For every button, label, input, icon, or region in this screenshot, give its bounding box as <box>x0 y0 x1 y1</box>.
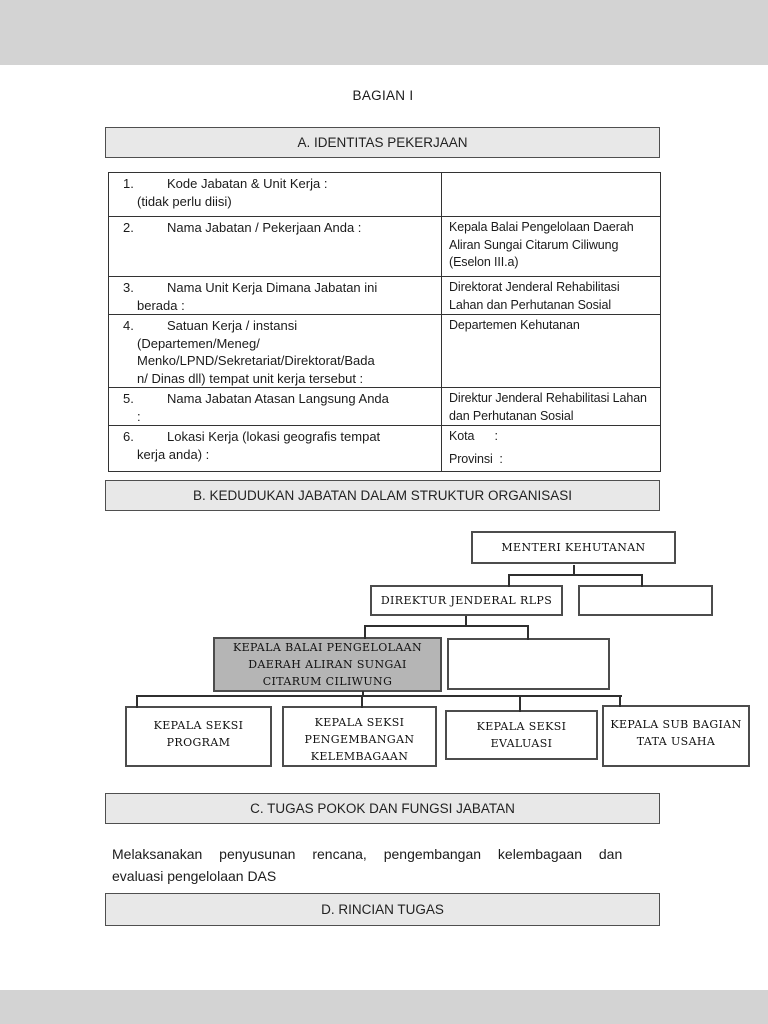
section-header-d-label: D. RINCIAN TUGAS <box>321 902 444 917</box>
connector-line <box>641 574 643 587</box>
answer-cell: Direktur Jenderal Rehabilitasi Lahan dan… <box>441 387 661 426</box>
viewer-background-top <box>0 0 768 65</box>
question-cell: 4. Satuan Kerja / instansi (Departemen/Men… <box>108 314 442 388</box>
question-text: kerja anda) : <box>137 446 210 462</box>
org-box-menteri: MENTERI KEHUTANAN <box>471 531 676 564</box>
answer-cell: Direktorat Jenderal Rehabilitasi Lahan d… <box>441 276 661 315</box>
answer-cell <box>441 172 661 217</box>
connector-line <box>465 616 467 627</box>
question-text: Lokasi Kerja (lokasi geografis tempat <box>167 429 381 444</box>
identity-table-row: 1. Kode Jabatan & Unit Kerja : (tidak perl… <box>108 172 661 217</box>
row-number: 5. <box>123 391 134 406</box>
connector-line <box>362 691 364 697</box>
question-text: : <box>137 408 141 424</box>
answer-cell: Departemen Kehutanan <box>441 314 661 388</box>
connector-line <box>508 574 510 587</box>
row-number: 3. <box>123 280 134 295</box>
question-text: Nama Jabatan Atasan Langsung Anda <box>167 391 389 406</box>
org-box-blank1 <box>578 585 713 616</box>
identity-table-row: 3. Nama Unit Kerja Dimana Jabatan ini bera… <box>108 276 661 315</box>
section-header-a: A. IDENTITAS PEKERJAAN <box>105 127 660 158</box>
row-number: 2. <box>123 220 134 235</box>
question-text: Nama Unit Kerja Dimana Jabatan ini <box>167 280 378 295</box>
answer-text: Direktorat Jenderal Rehabilitasi Lahan d… <box>449 280 620 312</box>
question-cell: 2. Nama Jabatan / Pekerjaan Anda : <box>108 216 442 277</box>
identity-table: 1. Kode Jabatan & Unit Kerja : (tidak perl… <box>108 172 661 472</box>
answer-text: Departemen Kehutanan <box>449 318 580 332</box>
connector-line <box>519 695 521 712</box>
question-text: Nama Jabatan / Pekerjaan Anda : <box>167 220 362 235</box>
connector-line <box>619 695 621 707</box>
question-text: (tidak perlu diisi) <box>137 193 232 209</box>
identity-table-row: 6. Lokasi Kerja (lokasi geografis tempat k… <box>108 425 661 472</box>
connector-line <box>136 695 622 697</box>
question-text: Kode Jabatan & Unit Kerja : <box>167 176 328 191</box>
answer-text: Kepala Balai Pengelolaan Daerah Aliran S… <box>449 220 634 252</box>
answer-text: Provinsi : <box>449 451 503 466</box>
section-header-b: B. KEDUDUKAN JABATAN DALAM STRUKTUR ORGA… <box>105 480 660 511</box>
connector-line <box>136 695 138 708</box>
answer-cell: Kepala Balai Pengelolaan Daerah Aliran S… <box>441 216 661 277</box>
section-header-d: D. RINCIAN TUGAS <box>105 893 660 926</box>
org-box-dirjen: DIREKTUR JENDERAL RLPS <box>370 585 563 616</box>
viewer-background-bottom <box>0 990 768 1024</box>
connector-line <box>527 625 529 640</box>
connector-line <box>364 625 529 627</box>
identity-table-row: 2. Nama Jabatan / Pekerjaan Anda : Kepala … <box>108 216 661 277</box>
answer-cell: Kota : Provinsi : <box>441 425 661 472</box>
row-number: 1. <box>123 176 134 191</box>
answer-text: Kota : <box>449 429 498 443</box>
question-text: Menko/LPND/Sekretariat/Direktorat/Bada <box>137 353 375 368</box>
connector-line <box>573 565 575 576</box>
answer-text: (Eselon III.a) <box>449 255 519 269</box>
connector-line <box>364 625 366 639</box>
question-text: n/ Dinas dll) tempat unit kerja tersebut… <box>137 370 364 386</box>
section-header-c: C. TUGAS POKOK DAN FUNGSI JABATAN <box>105 793 660 824</box>
row-number: 6. <box>123 429 134 444</box>
section-header-c-label: C. TUGAS POKOK DAN FUNGSI JABATAN <box>250 801 515 816</box>
page-title: BAGIAN I <box>352 88 414 103</box>
connector-line <box>361 695 363 708</box>
question-text: berada : <box>137 297 185 313</box>
question-cell: 6. Lokasi Kerja (lokasi geografis tempat k… <box>108 425 442 472</box>
identity-table-row: 5. Nama Jabatan Atasan Langsung Anda: Dire… <box>108 387 661 426</box>
tugas-pokok-line: Melaksanakan penyusunan rencana, pengemb… <box>112 846 623 862</box>
question-cell: 5. Nama Jabatan Atasan Langsung Anda: <box>108 387 442 426</box>
section-header-b-label: B. KEDUDUKAN JABATAN DALAM STRUKTUR ORGA… <box>192 488 573 503</box>
answer-text: Direktur Jenderal Rehabilitasi Lahan dan… <box>449 391 647 423</box>
question-cell: 3. Nama Unit Kerja Dimana Jabatan ini bera… <box>108 276 442 315</box>
tugas-pokok-text: Melaksanakan penyusunan rencana, pengemb… <box>112 843 658 887</box>
question-cell: 1. Kode Jabatan & Unit Kerja : (tidak perl… <box>108 172 442 217</box>
row-number: 4. <box>123 318 134 333</box>
identity-table-row: 4. Satuan Kerja / instansi (Departemen/Men… <box>108 314 661 388</box>
question-text: (Departemen/Meneg/ <box>137 335 260 351</box>
section-header-a-label: A. IDENTITAS PEKERJAAN <box>297 135 468 150</box>
org-box-label: DIREKTUR JENDERAL RLPS <box>380 594 553 607</box>
question-text: Satuan Kerja / instansi <box>167 318 298 333</box>
connector-line <box>508 574 643 576</box>
org-box-blank2 <box>447 638 610 690</box>
org-box-label: MENTERI KEHUTANAN <box>501 541 646 554</box>
tugas-pokok-line: evaluasi pengelolaan DAS <box>112 868 277 884</box>
